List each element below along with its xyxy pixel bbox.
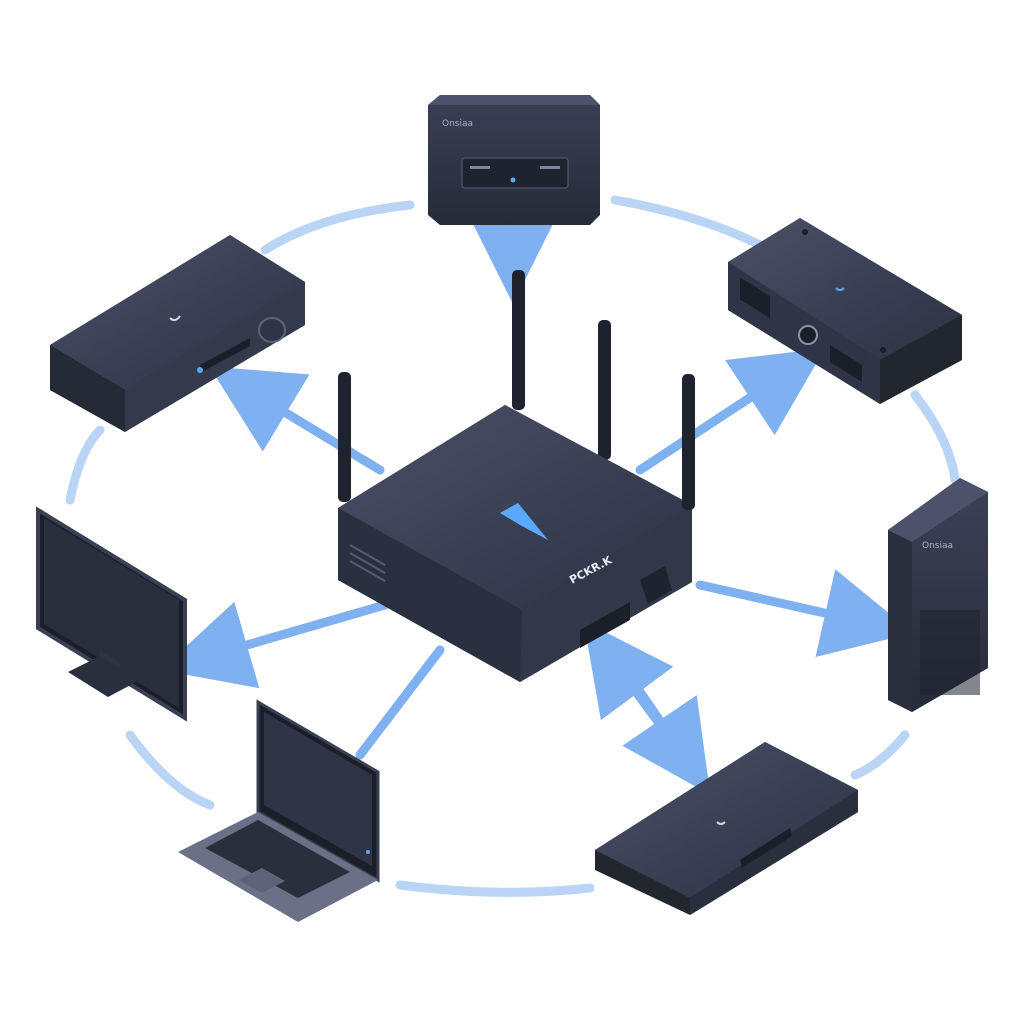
ring-segment xyxy=(125,730,215,810)
link-to-laptop xyxy=(355,645,445,760)
power-icon xyxy=(169,315,181,322)
arrow-to-monitor xyxy=(160,600,390,689)
ring-segment xyxy=(610,195,765,250)
arrow-to-nas xyxy=(635,348,826,475)
ring-segment xyxy=(910,390,960,485)
power-icon xyxy=(716,821,726,825)
trackpad xyxy=(238,868,285,893)
device-lower-right-tablet xyxy=(595,742,858,915)
ring-segment xyxy=(395,880,595,897)
ethernet-port xyxy=(640,566,672,604)
device-right-tower: Onsiaa xyxy=(888,478,988,712)
antenna xyxy=(338,372,351,502)
vent-grille xyxy=(349,544,386,582)
arrow-from-tablet xyxy=(583,621,695,770)
device-bottom-laptop xyxy=(178,699,380,922)
device-top-server: Onsiaa xyxy=(428,95,600,225)
status-led-icon xyxy=(197,367,203,373)
ring-segment xyxy=(850,730,910,780)
vent-grille xyxy=(920,610,980,695)
hub-router: PCKR.K xyxy=(338,270,695,682)
device-left-monitor xyxy=(36,506,187,722)
ring-segment xyxy=(65,425,105,505)
ring-segment xyxy=(260,200,415,255)
antenna xyxy=(512,270,525,410)
power-button-icon xyxy=(798,325,818,345)
status-led-icon xyxy=(510,177,516,183)
antenna xyxy=(598,320,611,460)
device-upper-left-receiver xyxy=(50,235,305,432)
connection-arrows xyxy=(160,214,914,795)
antenna xyxy=(682,374,695,510)
connection-ring xyxy=(65,195,960,897)
top-server-brand-label: Onsiaa xyxy=(442,119,473,129)
keyboard xyxy=(205,820,350,898)
hub-logo-icon xyxy=(500,503,548,540)
wifi-icon xyxy=(835,287,845,291)
arrow-to-receiver xyxy=(209,366,385,475)
arrow-to-tower xyxy=(695,569,914,658)
volume-knob-icon xyxy=(258,317,286,343)
tower-brand-label: Onsiaa xyxy=(922,541,953,551)
device-upper-right-nas xyxy=(728,218,962,404)
